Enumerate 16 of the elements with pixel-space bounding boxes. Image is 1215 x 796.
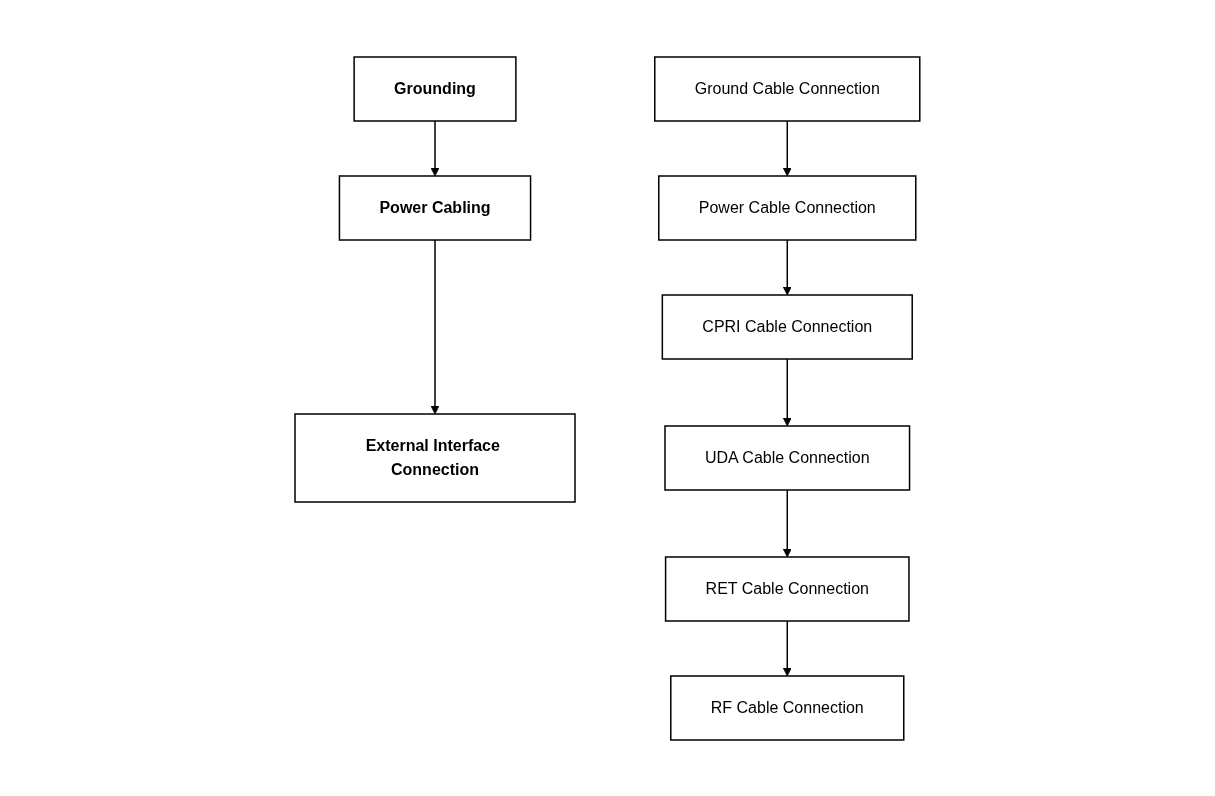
arrow — [783, 238, 792, 295]
node-box: Ground Cable Connection — [654, 55, 921, 122]
arrow — [430, 238, 440, 414]
node-box: CPRI Cable Connection — [661, 293, 914, 360]
arrow — [783, 619, 792, 676]
node-box: RF Cable Connection — [670, 674, 905, 741]
node-box: UDA Cable Connection — [664, 424, 911, 491]
arrow — [783, 357, 792, 426]
node-box: External Interface Connection — [294, 412, 576, 503]
arrow — [783, 119, 792, 176]
node-box: Grounding — [353, 55, 517, 122]
node-box: Power Cable Connection — [658, 174, 917, 241]
arrow — [430, 119, 440, 176]
node-box: RET Cable Connection — [664, 555, 910, 622]
arrow — [783, 488, 792, 557]
node-box: Power Cabling — [338, 174, 532, 241]
